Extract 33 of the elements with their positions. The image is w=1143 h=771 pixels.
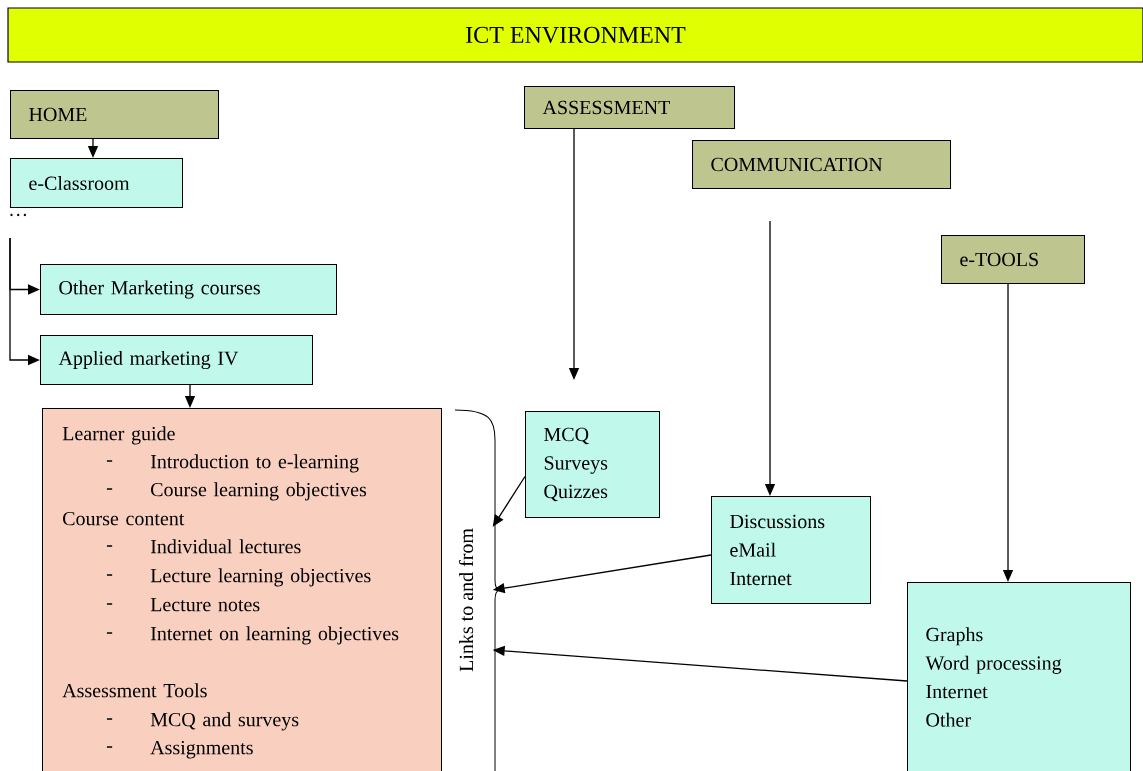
course-box: Applied marketing IV (40, 335, 313, 385)
list-box: Graphs Word processing Internet Other (907, 582, 1131, 771)
course-box: Other Marketing courses (40, 264, 337, 315)
category-box: e-TOOLS (941, 235, 1085, 284)
category-box: HOME (10, 90, 219, 139)
course-box: e-Classroom (10, 158, 183, 208)
list-item: MCQ and surveys (150, 712, 299, 731)
list-item: Lecture notes (150, 598, 260, 612)
list-item: Assignments (150, 740, 253, 759)
bullet-dash: - (106, 746, 113, 748)
bullet-dash: - (106, 718, 113, 720)
bullet-dash: - (106, 574, 113, 576)
list-heading: Assessment Tools (62, 683, 207, 698)
list-item: Course learning objectives (151, 482, 367, 501)
bullet-dash: - (106, 545, 113, 547)
category-box: COMMUNICATION (692, 140, 951, 189)
bullet-dash: - (106, 603, 113, 605)
bracket-label: Links to and from (458, 528, 474, 672)
list-box: MCQ Surveys Quizzes (525, 411, 660, 518)
bullet-dash: - (106, 460, 113, 462)
list-item: Individual lectures (150, 539, 301, 554)
list-item: Introduction to e-learning (150, 454, 359, 473)
list-item: Internet on learning objectives (150, 626, 399, 645)
title-banner: ICT ENVIRONMENT (7, 7, 1143, 63)
bullet-dash: - (106, 632, 113, 634)
list-box: Discussions eMail Internet (711, 496, 871, 604)
list-item: Lecture learning objectives (150, 568, 371, 587)
arrow (492, 475, 526, 527)
list-heading: Course content (63, 511, 185, 526)
list-heading: Learner guide (62, 426, 175, 445)
ellipsis: … (10, 213, 27, 217)
category-box: ASSESSMENT (524, 86, 735, 129)
bullet-dash: - (106, 488, 113, 490)
